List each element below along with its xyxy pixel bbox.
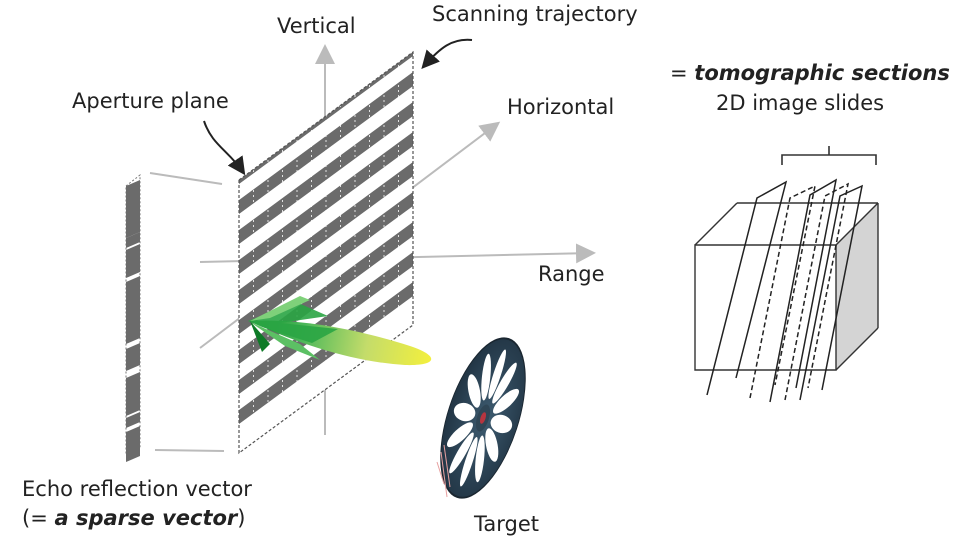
- echo-reflection-vector: [125, 173, 141, 462]
- echo-block: [126, 180, 140, 238]
- sparse-bold: a sparse vector: [54, 506, 238, 530]
- image-slice: [799, 184, 864, 401]
- spoke-hole: [459, 436, 478, 487]
- image-slice: [749, 184, 817, 399]
- scan-stripe: [239, 282, 413, 424]
- spoke-hole: [453, 402, 476, 422]
- scan-stripe: [239, 132, 413, 274]
- image-slice: [706, 180, 788, 396]
- spoke-hole: [449, 432, 474, 474]
- sparse-prefix: (=: [22, 506, 55, 530]
- echo-block: [126, 244, 140, 278]
- image-slice: [784, 182, 850, 401]
- scan-stripe: [239, 102, 413, 244]
- sparse-suffix: ): [237, 506, 246, 530]
- target-spokes: [446, 349, 520, 487]
- spoke-hole: [490, 414, 513, 434]
- tomographic-sections-label: = tomographic sections: [670, 63, 950, 84]
- image-slides-label: 2D image slides: [716, 91, 885, 115]
- echo-reflection-label: Echo reflection vector: [22, 479, 252, 500]
- echo-block: [126, 232, 140, 248]
- range-label: Range: [538, 262, 605, 286]
- horizontal-label: Horizontal: [507, 95, 615, 119]
- spoke-hole: [446, 422, 474, 448]
- target-label: Target: [474, 512, 539, 536]
- spoke-hole: [467, 374, 481, 408]
- spoke-hole: [485, 428, 499, 462]
- image-slices: [706, 178, 864, 403]
- tomo-prefix: =: [670, 61, 695, 85]
- spoke-hole: [492, 388, 520, 414]
- tomographic-cube: [694, 146, 879, 403]
- target-disk: [440, 337, 526, 499]
- target-scatter-marks: [436, 444, 451, 498]
- guide-line-bottom: [154, 449, 225, 452]
- scanning-trajectory-arrow: [421, 38, 473, 69]
- sparse-vector-label: (= a sparse vector): [22, 508, 245, 529]
- echo-block: [126, 372, 140, 416]
- aperture-plane-label: Aperture plane: [72, 89, 229, 113]
- scanning-trajectory-label: Scanning trajectory: [432, 2, 638, 26]
- tomo-bold: tomographic sections: [694, 61, 950, 85]
- spoke-hole: [488, 349, 507, 400]
- echo-block: [126, 412, 140, 428]
- slides-bracket: [781, 146, 877, 165]
- spoke-hole: [475, 435, 485, 483]
- scan-stripe: [239, 72, 413, 214]
- scan-stripe: [239, 252, 413, 394]
- echo-block: [126, 343, 140, 371]
- echo-block: [126, 276, 140, 344]
- aperture-plane-arrow: [203, 120, 246, 176]
- spoke-hole: [492, 362, 517, 404]
- scan-stripe: [239, 192, 413, 334]
- echo-block: [126, 426, 140, 462]
- radar-beam: [248, 296, 432, 366]
- guide-line-top: [149, 172, 223, 185]
- scan-stripe: [239, 162, 413, 304]
- vertical-label: Vertical: [277, 14, 356, 38]
- spoke-hole: [481, 353, 491, 401]
- image-slice: [769, 178, 838, 403]
- echo-line1: Echo reflection vector: [22, 477, 252, 501]
